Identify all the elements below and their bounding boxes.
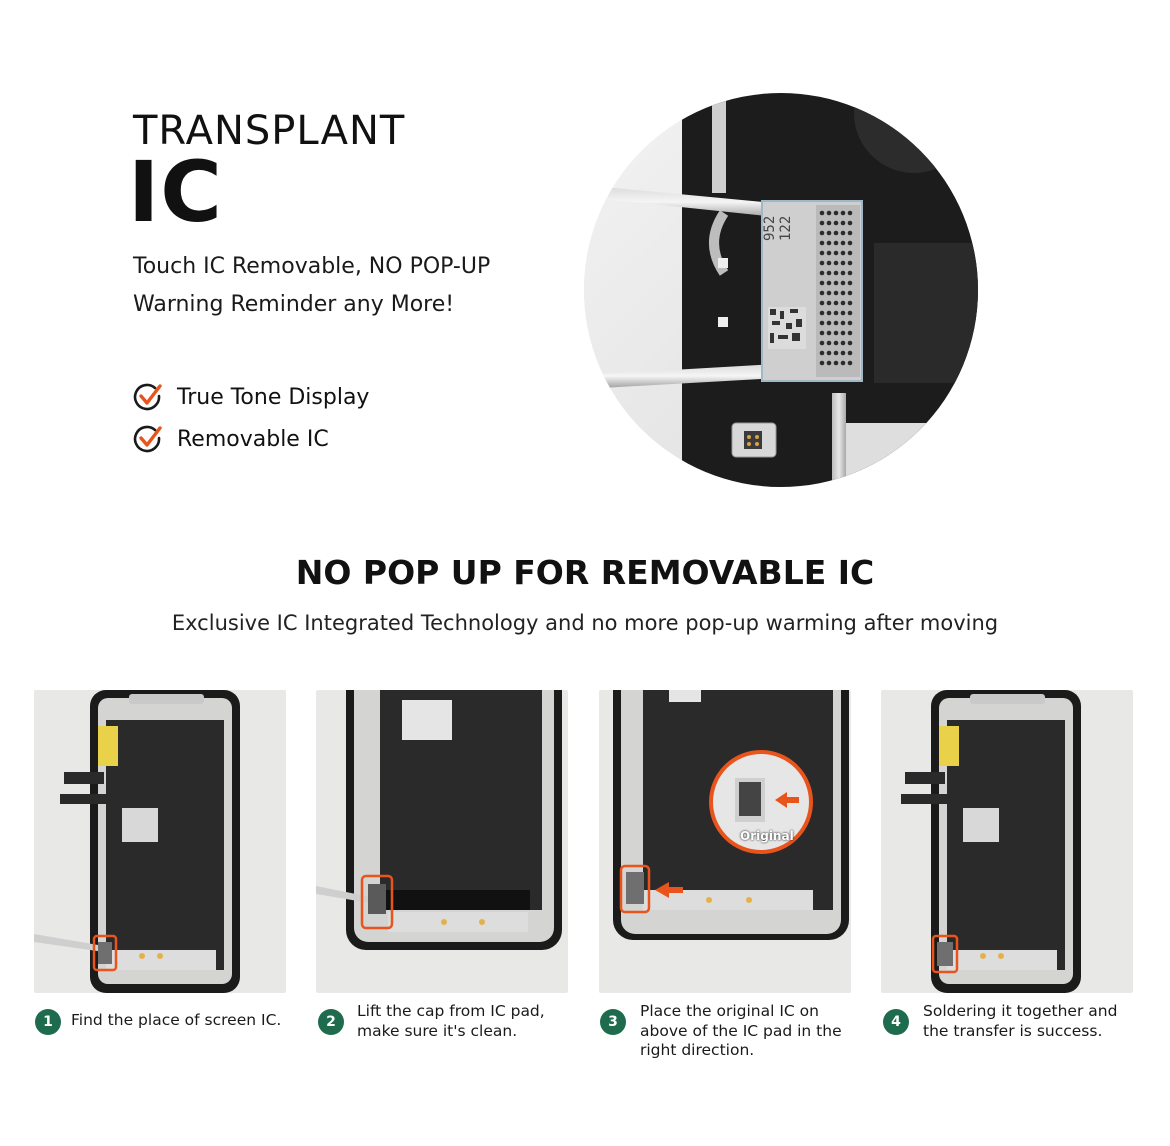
ic-closeup-photo: 952 122	[584, 93, 978, 487]
section-title: NO POP UP FOR REMOVABLE IC	[295, 553, 875, 592]
step-2-badge: 2	[318, 1009, 344, 1035]
step-3-text: Place the original IC on above of the IC…	[640, 1002, 842, 1059]
step-3-badge: 3	[600, 1009, 626, 1035]
section-subtitle: Exclusive IC Integrated Technology and n…	[171, 611, 999, 635]
check-circle-icon	[133, 383, 162, 411]
feature-removable-ic: Removable IC	[133, 422, 329, 456]
chip-code-1: 952	[762, 216, 778, 241]
step-4-badge: 4	[883, 1009, 909, 1035]
feature-true-tone: True Tone Display	[133, 380, 369, 414]
step-1-photo	[34, 690, 286, 993]
hero-desc-line-2: Warning Reminder any More!	[133, 292, 455, 317]
step-3-photo	[599, 690, 851, 993]
step-2-text: Lift the cap from IC pad, make sure it's…	[357, 1002, 545, 1040]
feature-label: Removable IC	[177, 426, 329, 452]
step-1-badge: 1	[35, 1009, 61, 1035]
check-circle-icon	[133, 425, 162, 453]
hero-title-small: TRANSPLANT	[133, 108, 406, 154]
hero-desc-line-1: Touch IC Removable, NO POP-UP	[133, 254, 491, 279]
step-2-photo	[316, 690, 568, 993]
original-callout-label: Original	[740, 829, 794, 843]
hero-title-big: IC	[128, 143, 223, 241]
chip-code-2: 122	[778, 216, 794, 241]
feature-label: True Tone Display	[177, 384, 370, 410]
step-1-text: Find the place of screen IC.	[71, 1011, 282, 1029]
step-4-photo	[881, 690, 1133, 993]
step-4-text: Soldering it together and the transfer i…	[923, 1002, 1118, 1040]
